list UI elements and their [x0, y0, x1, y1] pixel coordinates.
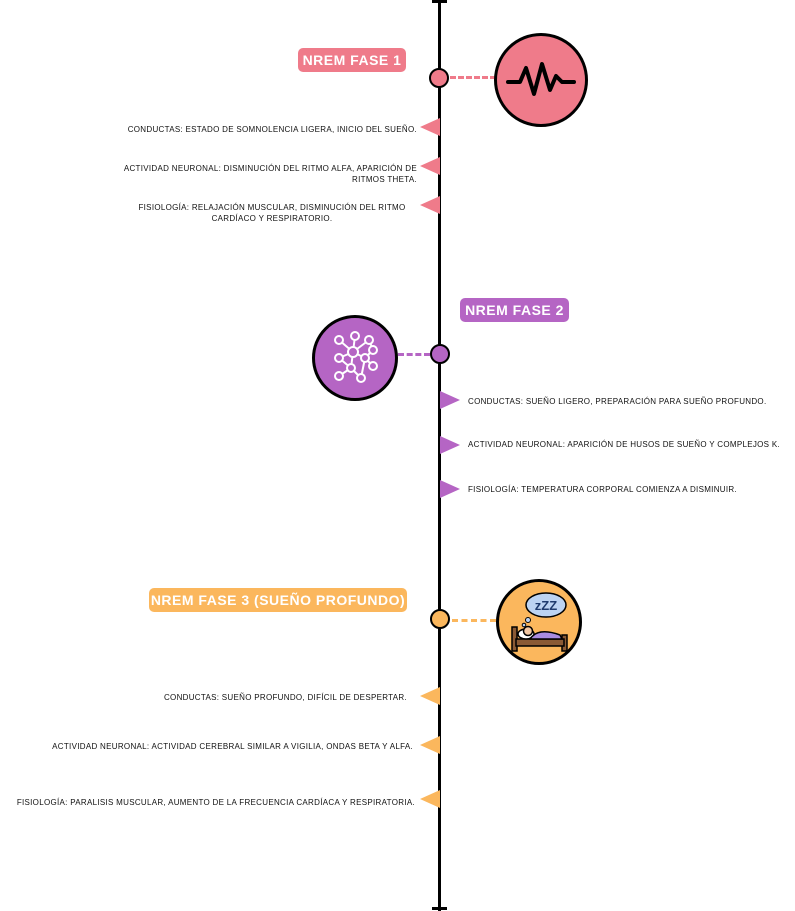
- phase-2-item-3-arrow: [440, 480, 460, 498]
- phase-3-item-2-arrow: [420, 736, 440, 754]
- neural-network-icon: [312, 315, 398, 401]
- phase-3-node: [430, 609, 450, 629]
- phase-1-node: [429, 68, 449, 88]
- phase-3-item-3: FISIOLOGÍA: PARALISIS MUSCULAR, AUMENTO …: [16, 798, 415, 807]
- phase-3-connector: [452, 619, 496, 622]
- phase-3-item-2: ACTIVIDAD NEURONAL: ACTIVIDAD CEREBRAL S…: [52, 742, 413, 751]
- phase-2-item-1: CONDUCTAS: SUEÑO LIGERO, PREPARACIÓN PAR…: [468, 397, 767, 406]
- phase-2-item-3: FISIOLOGÍA: TEMPERATURA CORPORAL COMIENZ…: [468, 485, 737, 494]
- phase-1-item-1-arrow: [420, 118, 440, 136]
- phase-1-item-1: CONDUCTAS: ESTADO DE SOMNOLENCIA LIGERA,…: [127, 125, 417, 134]
- phase-3-item-1-arrow: [420, 687, 440, 705]
- timeline-axis: [438, 0, 441, 911]
- phase-1-item-3: FISIOLOGÍA: RELAJACIÓN MUSCULAR, DISMINU…: [138, 203, 406, 223]
- phase-2-connector: [398, 353, 430, 356]
- zzz-text: zZZ: [535, 598, 557, 613]
- phase-1-connector: [450, 76, 496, 79]
- phase-1-item-3-arrow: [420, 196, 440, 214]
- timeline-bottom-cap: [432, 907, 447, 910]
- phase-1-title: NREM FASE 1: [298, 48, 406, 72]
- phase-2-title: NREM FASE 2: [460, 298, 569, 322]
- timeline-top-cap: [432, 0, 447, 3]
- phase-2-item-2: ACTIVIDAD NEURONAL: APARICIÓN DE HUSOS D…: [468, 440, 780, 449]
- phase-3-item-3-arrow: [420, 790, 440, 808]
- sleeping-bed-icon: zZZ: [496, 579, 582, 665]
- phase-2-node: [430, 344, 450, 364]
- phase-2-item-2-arrow: [440, 436, 460, 454]
- phase-1-item-2: ACTIVIDAD NEURONAL: DISMINUCIÓN DEL RITM…: [123, 164, 417, 184]
- phase-3-title: NREM FASE 3 (SUEÑO PROFUNDO): [149, 588, 407, 612]
- phase-1-item-2-arrow: [420, 157, 440, 175]
- heartbeat-icon: [494, 33, 588, 127]
- phase-3-item-1: CONDUCTAS: SUEÑO PROFUNDO, DIFÍCIL DE DE…: [163, 693, 407, 702]
- phase-2-item-1-arrow: [440, 391, 460, 409]
